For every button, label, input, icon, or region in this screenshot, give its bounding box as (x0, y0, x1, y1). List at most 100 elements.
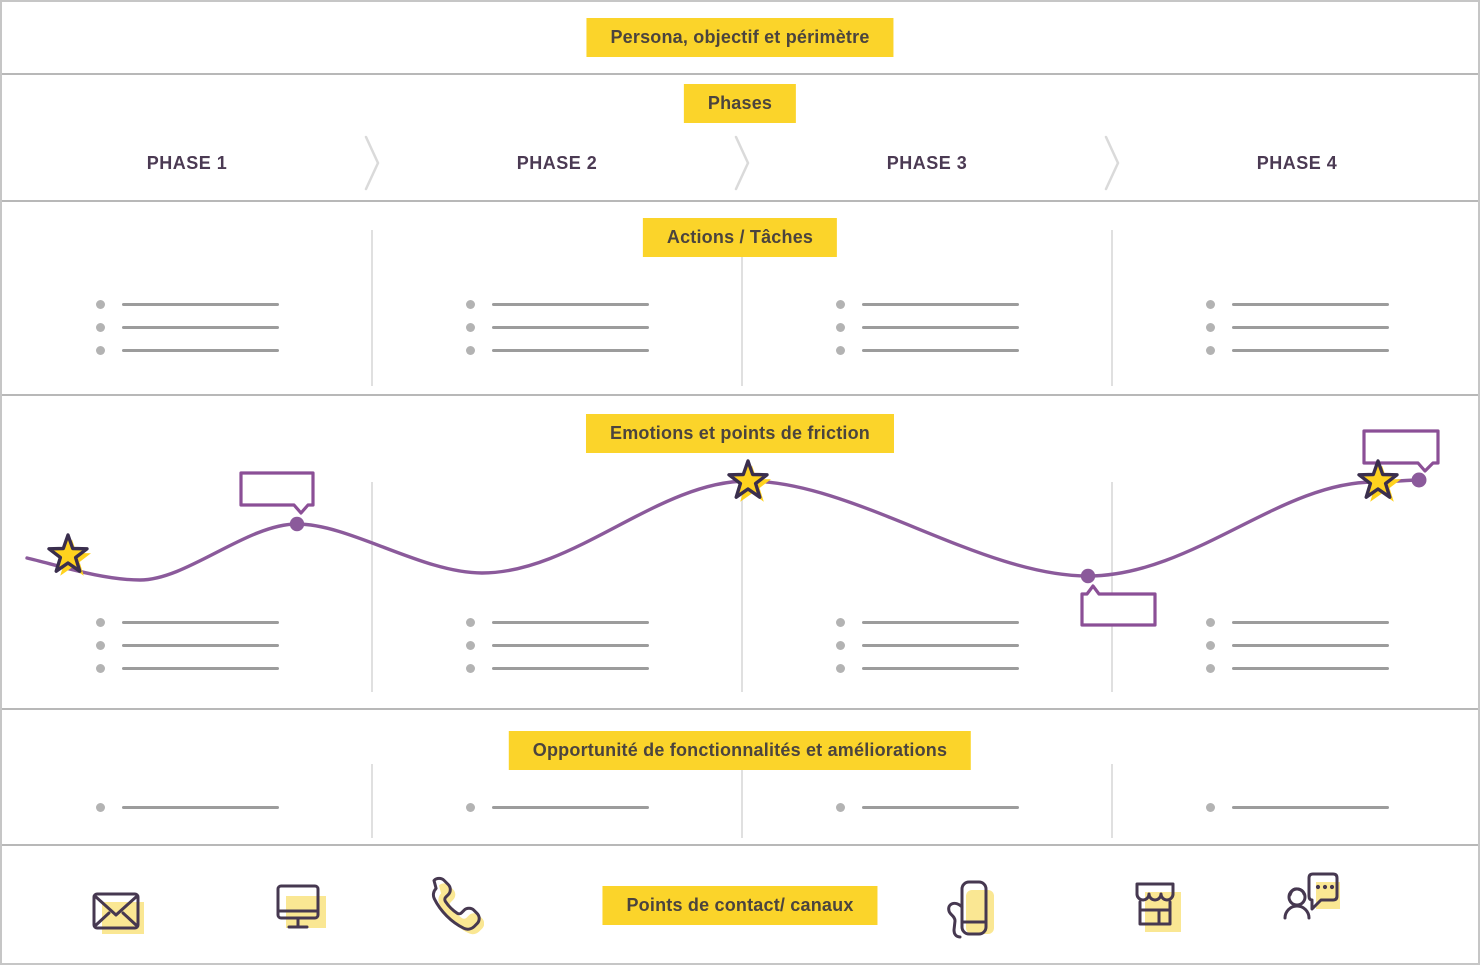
phases-section: Phases PHASE 1 PHASE 2 PHASE 3 PHASE 4 (2, 75, 1478, 202)
placeholder-line (1205, 346, 1389, 355)
placeholder-line (835, 641, 1019, 650)
bullet-dot (465, 323, 475, 332)
opportunities-label: Opportunité de fonctionnalités et amélio… (508, 731, 972, 770)
chevron-right-icon (1104, 135, 1120, 191)
bullet-dot (1205, 323, 1215, 332)
column-divider (1111, 482, 1113, 692)
placeholder-bar (121, 326, 279, 329)
placeholder-line (835, 346, 1019, 355)
placeholder-line (1205, 618, 1389, 627)
placeholder-bar (121, 806, 279, 809)
bullet-dot (95, 618, 105, 627)
actions-list-phase-3 (742, 300, 1112, 355)
bullet-dot (95, 803, 105, 812)
placeholder-bar (1231, 806, 1389, 809)
placeholder-line (835, 323, 1019, 332)
bullet-dot (1205, 618, 1215, 627)
placeholder-bar (1231, 303, 1389, 306)
placeholder-bar (861, 644, 1019, 647)
emotions-list-phase-3 (742, 618, 1112, 673)
bullet-dot (835, 300, 845, 309)
placeholder-bar (1231, 326, 1389, 329)
placeholder-bar (491, 349, 649, 352)
placeholder-line (95, 618, 279, 627)
placeholder-bar (861, 326, 1019, 329)
opportunities-list-phase-3 (742, 803, 1112, 812)
star-icon (727, 459, 771, 502)
curve-point (289, 516, 305, 532)
actions-list-phase-1 (2, 300, 372, 355)
column-divider (1111, 230, 1113, 386)
store-icon (1135, 882, 1181, 932)
placeholder-bar (861, 349, 1019, 352)
emotion-curve (25, 478, 1421, 582)
column-divider (741, 230, 743, 386)
phase-2-title: PHASE 2 (516, 153, 598, 173)
placeholder-line (95, 803, 279, 812)
chevron-right-icon (364, 135, 380, 191)
speech-bubble (1080, 584, 1157, 627)
placeholder-bar (861, 667, 1019, 670)
bullet-dot (95, 664, 105, 673)
emotions-list-phase-2 (372, 618, 742, 673)
placeholder-bar (491, 667, 649, 670)
placeholder-line (465, 803, 649, 812)
placeholder-line (95, 346, 279, 355)
placeholder-line (1205, 323, 1389, 332)
bullet-dot (1205, 346, 1215, 355)
bullet-dot (1205, 664, 1215, 673)
actions-list-phase-4 (1112, 300, 1478, 355)
placeholder-line (835, 803, 1019, 812)
opportunities-section: Opportunité de fonctionnalités et amélio… (2, 710, 1478, 846)
bullet-dot (835, 803, 845, 812)
placeholder-bar (861, 806, 1019, 809)
bullet-dot (835, 346, 845, 355)
actions-label: Actions / Tâches (642, 218, 838, 257)
bullet-dot (95, 323, 105, 332)
placeholder-line (1205, 664, 1389, 673)
contact-label: Points de contact/ canaux (602, 886, 878, 925)
column-divider (371, 230, 373, 386)
bullet-dot (1205, 300, 1215, 309)
speech-bubble (239, 471, 315, 515)
bullet-dot (465, 300, 475, 309)
placeholder-bar (491, 621, 649, 624)
opportunities-list-phase-1 (2, 803, 372, 812)
email-icon (92, 892, 144, 934)
emotion-curve-chart (25, 429, 1440, 627)
persona-section: Persona, objectif et périmètre (2, 2, 1478, 75)
placeholder-bar (491, 644, 649, 647)
placeholder-bar (121, 667, 279, 670)
chevron-right-icon (734, 135, 750, 191)
placeholder-line (95, 641, 279, 650)
placeholder-bar (121, 621, 279, 624)
phone-icon (431, 876, 484, 935)
placeholder-line (465, 346, 649, 355)
column-divider (741, 482, 743, 692)
actions-list-phase-2 (372, 300, 742, 355)
contact-section: Points de contact/ canaux (2, 846, 1478, 963)
placeholder-bar (1231, 644, 1389, 647)
column-divider (741, 764, 743, 838)
bullet-dot (835, 641, 845, 650)
placeholder-line (1205, 803, 1389, 812)
opportunities-list-phase-2 (372, 803, 742, 812)
placeholder-bar (1231, 621, 1389, 624)
bullet-dot (95, 641, 105, 650)
placeholder-line (465, 641, 649, 650)
curve-point (1080, 568, 1096, 584)
placeholder-bar (121, 644, 279, 647)
placeholder-line (835, 300, 1019, 309)
bullet-dot (465, 346, 475, 355)
customer-chat-icon (1283, 872, 1340, 920)
bullet-dot (465, 803, 475, 812)
bullet-dot (835, 323, 845, 332)
bullet-dot (95, 300, 105, 309)
emotions-list-phase-1 (2, 618, 372, 673)
opportunities-list-phase-4 (1112, 803, 1478, 812)
placeholder-line (465, 323, 649, 332)
bullet-dot (465, 664, 475, 673)
column-divider (1111, 764, 1113, 838)
curve-point (1411, 472, 1427, 488)
placeholder-line (1205, 641, 1389, 650)
